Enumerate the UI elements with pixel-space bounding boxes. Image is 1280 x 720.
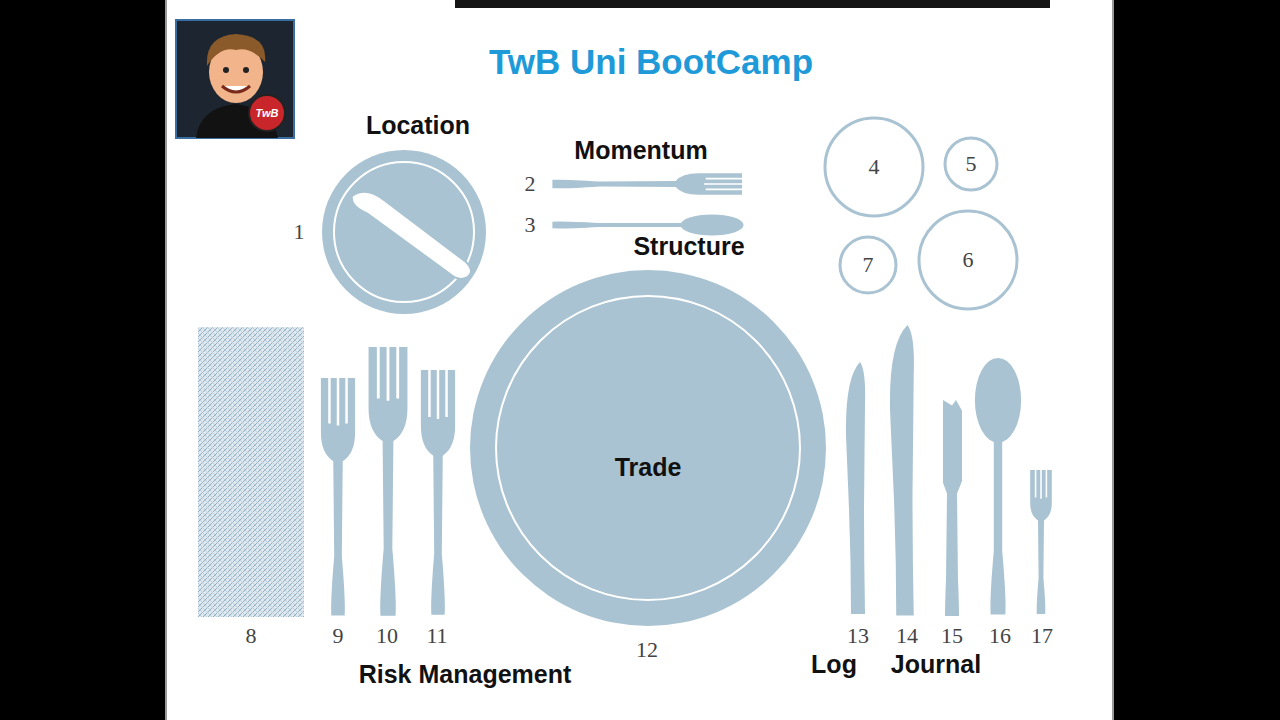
butter-knife <box>943 400 962 616</box>
diagram-title: TwB Uni BootCamp <box>489 43 813 82</box>
callout-number: 6 <box>963 248 974 272</box>
callout-number: 15 <box>941 624 963 648</box>
section-label: Risk Management <box>359 661 572 689</box>
callout-number: 5 <box>966 152 977 176</box>
fork <box>369 347 408 616</box>
callout-number: 3 <box>525 213 536 237</box>
glass-circle: 5 <box>943 136 999 192</box>
callout-number: 4 <box>869 155 880 179</box>
bread-plate <box>322 150 486 314</box>
section-label: Log <box>811 651 857 679</box>
section-label: Structure <box>633 233 744 261</box>
callout-number: 7 <box>863 253 874 277</box>
panel-edge <box>165 0 167 720</box>
callout-number: 12 <box>636 638 658 662</box>
section-label: Journal <box>891 651 981 679</box>
knife <box>846 362 865 614</box>
napkin <box>198 327 304 617</box>
dessert-fork <box>552 173 742 195</box>
callout-number: 1 <box>294 220 305 244</box>
glass-circle: 7 <box>838 235 898 295</box>
oyster-fork <box>1030 470 1052 614</box>
callout-number: 11 <box>426 624 447 648</box>
callout-number: 17 <box>1031 624 1053 648</box>
plate-outline <box>468 268 828 628</box>
avatar-badge: TwB <box>256 107 279 119</box>
callout-number: 14 <box>896 624 918 648</box>
callout-number: 16 <box>989 624 1011 648</box>
top-strip <box>455 0 1050 8</box>
callout-number: 13 <box>847 624 869 648</box>
plate-label: Trade <box>615 454 682 482</box>
section-label: Location <box>366 112 470 140</box>
spoon <box>975 358 1021 615</box>
glass-circle: 6 <box>917 209 1019 311</box>
avatar <box>176 20 294 138</box>
callout-number: 9 <box>333 624 344 648</box>
dinner-plate: Trade <box>468 268 828 628</box>
fork <box>321 378 355 616</box>
section-label: Momentum <box>574 137 707 165</box>
callout-number: 8 <box>246 624 257 648</box>
callout-number: 2 <box>525 172 536 196</box>
panel <box>166 0 1113 720</box>
fork <box>421 370 455 615</box>
glass-circle: 4 <box>823 116 925 218</box>
knife <box>890 325 914 615</box>
callout-number: 10 <box>376 624 398 648</box>
panel-edge <box>1112 0 1114 720</box>
